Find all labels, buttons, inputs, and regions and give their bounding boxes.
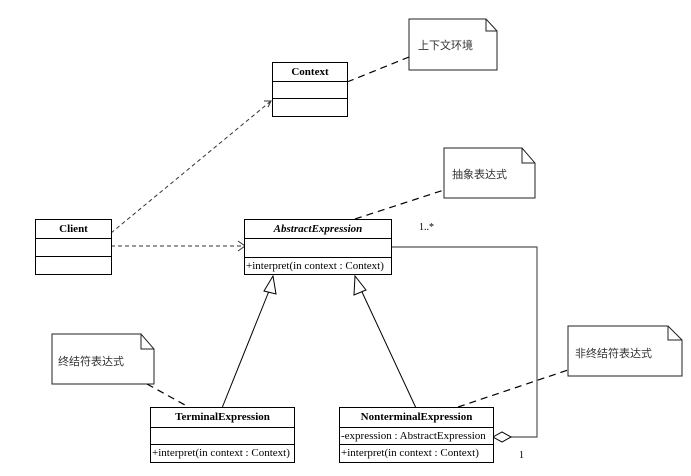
class-attributes <box>151 428 294 445</box>
class-operations <box>36 257 111 273</box>
note-abstract-text: 抽象表达式 <box>452 169 507 181</box>
note-anchor-terminal <box>146 383 186 406</box>
class-operations: +interpret(in context : Context) <box>152 447 290 459</box>
generalization-terminal <box>221 274 277 409</box>
note-anchor-abstract <box>354 189 445 220</box>
note-terminal[interactable] <box>51 333 155 385</box>
class-client[interactable]: Client <box>35 219 112 275</box>
class-attributes <box>245 239 391 258</box>
generalization-nonterminal <box>353 274 417 409</box>
note-anchor-context <box>346 56 410 83</box>
note-nonterminal-text: 非终结符表达式 <box>575 348 652 360</box>
class-attributes <box>273 82 347 99</box>
aggregation-nonterminal-abstract <box>392 246 538 443</box>
class-operations: +interpret(in context : Context) <box>246 260 384 272</box>
class-name: Context <box>273 63 347 82</box>
dependency-client-abstract <box>111 240 246 252</box>
class-context[interactable]: Context <box>272 62 348 117</box>
class-operations <box>273 99 347 115</box>
class-abstract-expression[interactable]: AbstractExpression +interpret(in context… <box>244 219 392 275</box>
note-context[interactable] <box>408 18 498 71</box>
multiplicity-one: 1 <box>519 450 524 461</box>
note-terminal-text: 终结符表达式 <box>58 356 124 368</box>
note-nonterminal[interactable] <box>567 325 683 377</box>
class-name: AbstractExpression <box>245 220 391 239</box>
class-terminal-expression[interactable]: TerminalExpression +interpret(in context… <box>150 407 295 463</box>
class-nonterminal-expression[interactable]: NonterminalExpression -expression : Abst… <box>339 407 494 463</box>
multiplicity-many: 1..* <box>419 222 434 233</box>
class-name: TerminalExpression <box>151 408 294 428</box>
note-abstract[interactable] <box>443 147 536 199</box>
note-context-text: 上下文环境 <box>418 40 473 52</box>
note-anchor-nonterminal <box>457 369 569 408</box>
class-attributes <box>36 239 111 257</box>
class-name: NonterminalExpression <box>340 408 493 428</box>
class-name: Client <box>36 220 111 239</box>
class-attributes: -expression : AbstractExpression <box>340 428 493 445</box>
class-operations: +interpret(in context : Context) <box>341 447 479 459</box>
dependency-client-context <box>110 100 272 234</box>
